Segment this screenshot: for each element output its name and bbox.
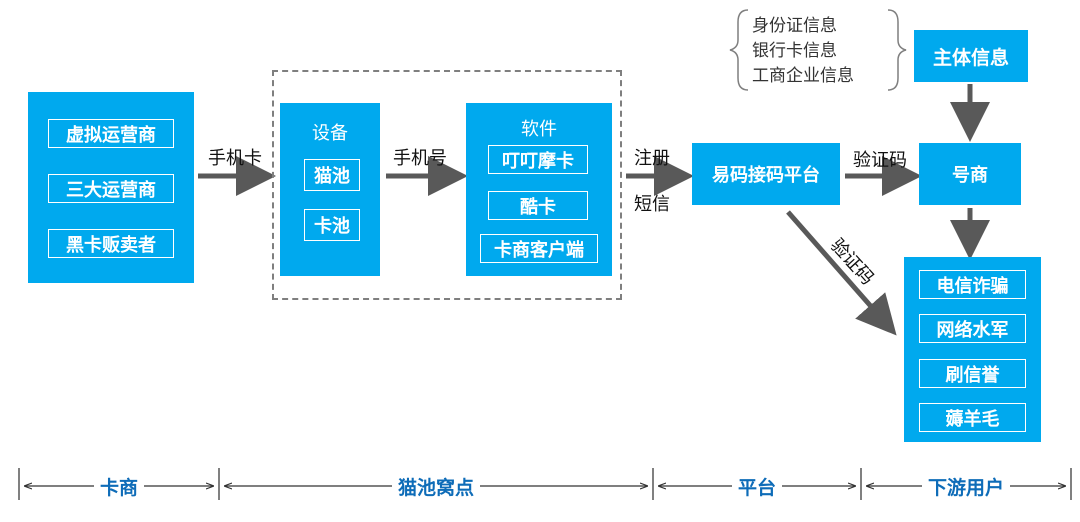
- number-dealer-box: 号商: [919, 143, 1021, 205]
- downstream-item: 薅羊毛: [919, 403, 1026, 432]
- software-item: 酷卡: [488, 191, 588, 220]
- dealer-item: 虚拟运营商: [48, 119, 174, 148]
- device-item: 卡池: [304, 209, 360, 241]
- footer-section-platform: 平台: [653, 473, 861, 500]
- footer-section-card-dealer: 卡商: [19, 473, 219, 500]
- platform-box: 易码接码平台: [692, 143, 840, 205]
- devices-box: 设备 猫池 卡池: [280, 103, 380, 276]
- footer-label: 猫池窝点: [391, 477, 480, 499]
- software-box: 软件 叮叮摩卡 酷卡 卡商客户端: [466, 103, 612, 276]
- dealer-item: 三大运营商: [48, 174, 174, 203]
- downstream-item: 电信诈骗: [919, 270, 1026, 299]
- label-sim-card: 手机卡: [208, 148, 262, 169]
- brace-left: [729, 9, 749, 91]
- downstream-item: 刷信誉: [919, 359, 1026, 388]
- footer-label: 卡商: [93, 477, 144, 499]
- footer-section-downstream-users: 下游用户: [861, 473, 1071, 500]
- label-sms: 短信: [634, 194, 670, 215]
- devices-title: 设备: [312, 123, 348, 144]
- footer-section-cat-pool-den: 猫池窝点: [219, 473, 653, 500]
- brace-item: 银行卡信息: [752, 41, 837, 61]
- software-item: 叮叮摩卡: [488, 145, 588, 174]
- brace-item: 身份证信息: [752, 16, 837, 36]
- label-register: 注册: [634, 148, 670, 169]
- downstream-box: 电信诈骗 网络水军 刷信誉 薅羊毛: [904, 257, 1041, 442]
- footer-label: 下游用户: [921, 477, 1010, 499]
- label-phone-number: 手机号: [393, 148, 447, 169]
- arrow-platform-to-downstream: [786, 210, 897, 336]
- card-dealers-box: 虚拟运营商 三大运营商 黑卡贩卖者: [28, 92, 194, 283]
- brace-list: 身份证信息 银行卡信息 工商企业信息: [752, 14, 892, 89]
- cat-pool-den-frame: [272, 70, 622, 300]
- software-title: 软件: [521, 119, 557, 140]
- brace-right: [887, 9, 907, 91]
- subject-info-box: 主体信息: [914, 30, 1028, 82]
- brace-item: 工商企业信息: [752, 66, 854, 86]
- dealer-item: 黑卡贩卖者: [48, 229, 174, 258]
- footer-label: 平台: [731, 477, 782, 499]
- device-item: 猫池: [304, 159, 360, 191]
- software-item: 卡商客户端: [480, 234, 598, 263]
- downstream-item: 网络水军: [919, 314, 1026, 343]
- label-code-horizontal: 验证码: [853, 150, 907, 171]
